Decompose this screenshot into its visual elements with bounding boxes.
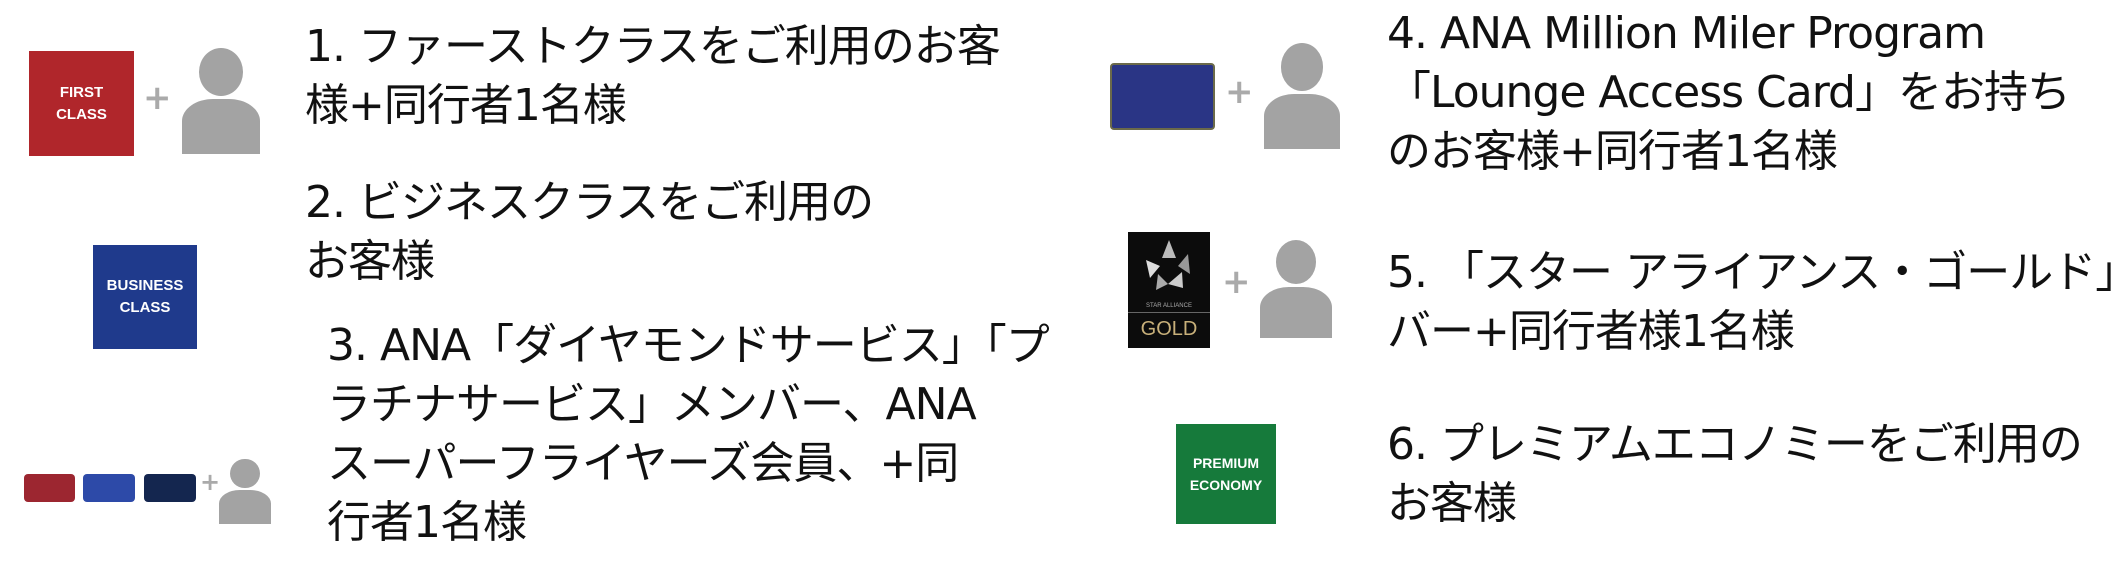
plus-icon: + (143, 78, 172, 118)
plus-icon: + (1222, 262, 1251, 302)
person-icon (1264, 43, 1340, 149)
star-alliance-gold-badge: STAR ALLIANCE GOLD (1128, 232, 1210, 348)
text-line: 3. ANA「ダイヤモンドサービス」「プ (327, 320, 1050, 371)
text-line: 6. プレミアムエコノミーをご利用の (1387, 419, 2083, 470)
item-4-text: 4. ANA Million Miler Program 「Lounge Acc… (1387, 4, 2071, 181)
item-6-text: 6. プレミアムエコノミーをご利用の お客様 (1387, 415, 2083, 533)
first-class-badge: FIRST CLASS (29, 51, 134, 156)
text-line: 行者1名様 (327, 497, 527, 548)
super-flyers-card-icon (144, 474, 196, 502)
platinum-card-icon (83, 474, 135, 502)
badge-text: STAR ALLIANCE (1146, 303, 1192, 309)
diamond-card-icon (24, 474, 75, 502)
badge-text: PREMIUM (1192, 455, 1260, 471)
plus-icon: + (200, 468, 221, 496)
badge-text: CLASS (56, 105, 107, 123)
text-line: 1. ファーストクラスをご利用のお客 (305, 21, 1001, 72)
item-1-text: 1. ファーストクラスをご利用のお客 様+同行者1名様 (305, 17, 1001, 135)
text-line: バー+同行者様1名様 (1387, 306, 1795, 357)
plus-icon: + (1225, 72, 1254, 112)
star-alliance-logo-icon (1146, 240, 1190, 290)
text-line: 2. ビジネスクラスをご利用の (305, 177, 874, 228)
text-line: 様+同行者1名様 (305, 80, 627, 131)
text-line: のお客様+同行者1名様 (1387, 126, 1838, 177)
lounge-access-card-icon (1110, 63, 1215, 130)
text-line: スーパーフライヤーズ会員、+同 (327, 438, 959, 489)
badge-text: FIRST (59, 83, 104, 101)
business-class-badge: BUSINESS CLASS (93, 245, 197, 349)
text-line: お客様 (305, 236, 435, 287)
badge-text: BUSINESS (106, 277, 184, 294)
text-line: ラチナサービス」メンバー、ANA (327, 379, 977, 430)
text-line: 「Lounge Access Card」をお持ち (1387, 67, 2071, 118)
badge-text: ECONOMY (1189, 477, 1263, 493)
item-2-text: 2. ビジネスクラスをご利用の お客様 (305, 173, 874, 291)
person-icon (1260, 240, 1332, 338)
person-icon (182, 48, 260, 154)
badge-text: GOLD (1140, 318, 1198, 340)
text-line: 4. ANA Million Miler Program (1387, 8, 1986, 59)
text-line: お客様 (1387, 478, 1517, 529)
person-icon (219, 459, 271, 524)
item-3-text: 3. ANA「ダイヤモンドサービス」「プ ラチナサービス」メンバー、ANA スー… (327, 316, 1050, 552)
badge-text: CLASS (119, 299, 171, 316)
text-line: 5. 「スター アライアンス・ゴールド」メン (1387, 247, 2120, 298)
premium-economy-badge: PREMIUM ECONOMY (1176, 424, 1276, 524)
item-5-text: 5. 「スター アライアンス・ゴールド」メン バー+同行者様1名様 (1387, 243, 2120, 361)
